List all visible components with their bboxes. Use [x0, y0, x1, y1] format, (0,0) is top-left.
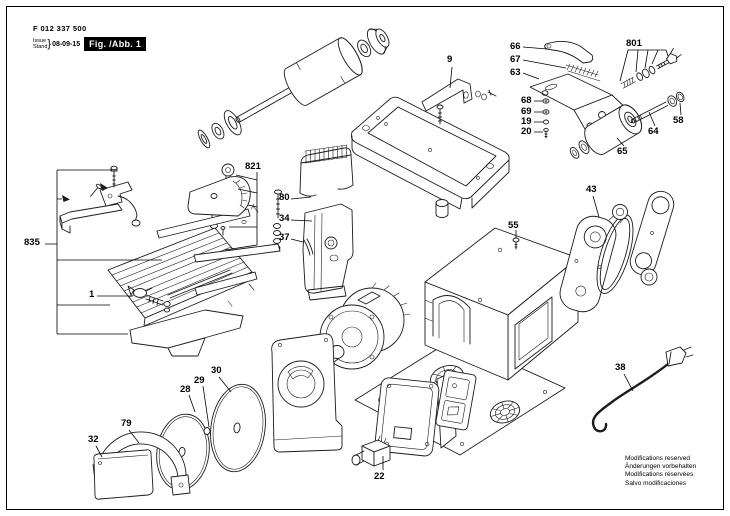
table-support-bracket — [129, 271, 258, 357]
fasteners-68-69-19-20 — [542, 98, 550, 139]
part-label-68: 68 — [521, 95, 532, 106]
part-label-9: 9 — [447, 54, 453, 65]
part-label-37: 37 — [279, 232, 290, 243]
part-label-821: 821 — [245, 161, 261, 172]
issue-stand-labels: Issue Stand — [33, 38, 47, 50]
bracket-9 — [421, 78, 497, 125]
page-border — [6, 6, 724, 510]
part-label-63: 63 — [510, 67, 521, 78]
part-label-30: 30 — [211, 365, 222, 376]
belt-drive-43 — [559, 190, 675, 313]
part-label-79: 79 — [121, 418, 132, 429]
switch-bezel — [435, 370, 477, 431]
issue-label-en: Issue — [33, 38, 47, 44]
part-label-801: 801 — [626, 38, 642, 49]
issue-row: Issue Stand } 08-09-15 Fig. /Abb. 1 — [33, 37, 147, 51]
figure-label: Fig. /Abb. 1 — [84, 37, 147, 51]
fence-bar — [156, 203, 259, 239]
lever-66 — [544, 41, 594, 64]
bracket-34 — [302, 203, 354, 301]
part-label-58: 58 — [673, 115, 684, 126]
footer-legal: Modifications reserved Änderungen vorbeh… — [625, 455, 696, 488]
cover-plate-32 — [93, 449, 154, 500]
part-label-32: 32 — [88, 434, 99, 445]
pin-37 — [303, 238, 314, 256]
footer-line-fr: Modifications réservées — [625, 471, 694, 479]
part-label-43: 43 — [586, 184, 597, 195]
part-label-69: 69 — [521, 106, 532, 117]
part-label-34: 34 — [279, 213, 290, 224]
knob-1 — [127, 285, 171, 313]
issue-label-de: Stand — [33, 44, 48, 50]
finned-guard-80 — [299, 144, 354, 197]
part-label-19: 19 — [521, 116, 532, 127]
part-label-1: 1 — [89, 289, 95, 300]
disc-30 — [210, 383, 266, 473]
drum-65 — [569, 104, 643, 159]
part-label-20: 20 — [521, 126, 532, 137]
hardware-set-801 — [620, 48, 682, 89]
part-label-64: 64 — [648, 126, 659, 137]
part-label-38: 38 — [615, 362, 626, 373]
part-label-22: 22 — [374, 471, 385, 482]
spring-67 — [565, 63, 601, 82]
mitre-gauge-821 — [187, 163, 251, 236]
footer-line-en: Modifications reserved — [625, 455, 691, 462]
shaft-64 — [630, 91, 685, 124]
issue-date: 08-09-15 — [52, 40, 81, 48]
mitre-rail — [193, 243, 281, 263]
footer-line-de: Änderungen vorbehalten — [625, 463, 697, 471]
part-label-65: 65 — [617, 146, 628, 157]
wheel-guard-housing — [271, 333, 343, 453]
part-label-80: 80 — [279, 192, 290, 203]
base-frame — [350, 96, 510, 218]
switch-22 — [351, 435, 391, 467]
part-label-55: 55 — [508, 220, 519, 231]
issue-brace: } — [47, 38, 52, 50]
part-label-835: 835 — [24, 237, 40, 248]
power-cord-38 — [591, 346, 694, 433]
title-block: F 012 337 500 Issue Stand } 08-09-15 Fig… — [33, 24, 147, 51]
part-label-66: 66 — [510, 41, 521, 52]
footer-line-es: Salvo modificaciones — [625, 479, 687, 487]
table-top — [107, 227, 253, 327]
part-number: F 012 337 500 — [33, 24, 87, 33]
part-label-29: 29 — [194, 375, 205, 386]
armature-assembly — [197, 28, 390, 149]
fence-rail-835 — [59, 165, 282, 251]
part-label-67: 67 — [510, 54, 521, 65]
leader-lines — [45, 46, 682, 470]
part-label-28: 28 — [180, 384, 191, 395]
